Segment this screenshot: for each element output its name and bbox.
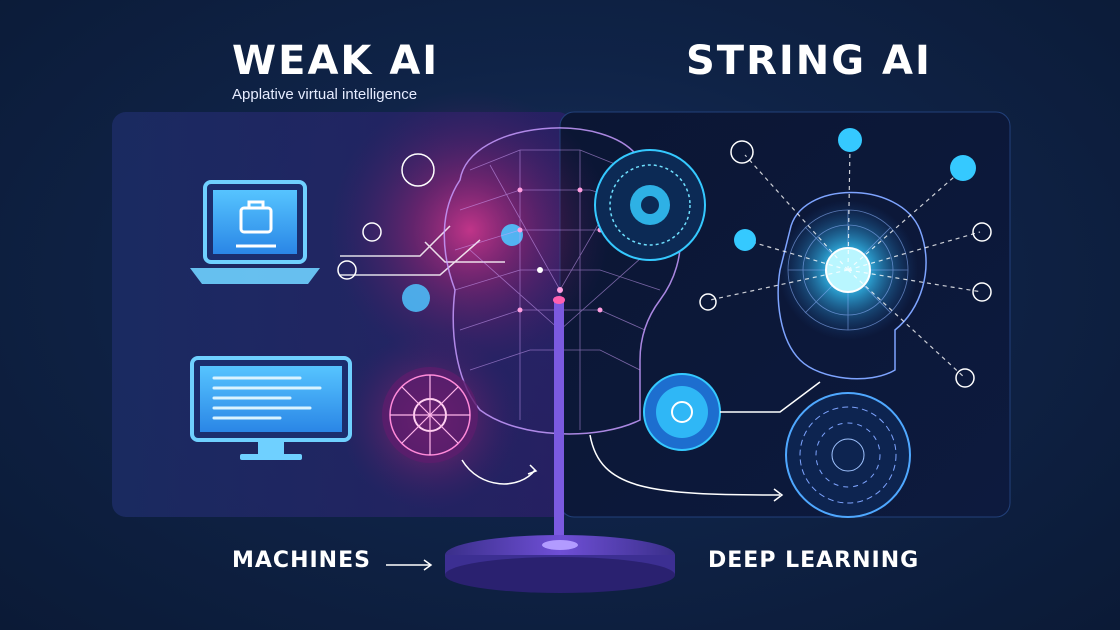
laptop-icon <box>190 180 320 284</box>
small-node-icons-left <box>337 153 523 312</box>
machines-caption: MACHINES <box>232 548 371 573</box>
arrow-icon <box>386 559 433 571</box>
network-node-icons-right <box>699 128 992 388</box>
deep-learning-caption: DEEP LEARNING <box>708 548 920 573</box>
weak-ai-subtitle: Applative virtual intelligence <box>232 86 418 103</box>
monitor-icon <box>190 356 352 460</box>
connector-lines-left <box>340 225 505 276</box>
stand-base-icon <box>445 296 675 593</box>
connector-arrows-right <box>589 381 821 502</box>
weak-ai-title: WEAK AI <box>232 38 440 84</box>
magenta-glow <box>330 90 610 370</box>
circuit-circle-icon <box>785 392 911 518</box>
strong-ai-title: STRING AI <box>686 38 932 84</box>
gear-circle-icon-lower-right <box>643 373 721 451</box>
gear-circle-icon-top-right <box>594 149 706 261</box>
gear-circle-icon-left <box>382 367 538 485</box>
